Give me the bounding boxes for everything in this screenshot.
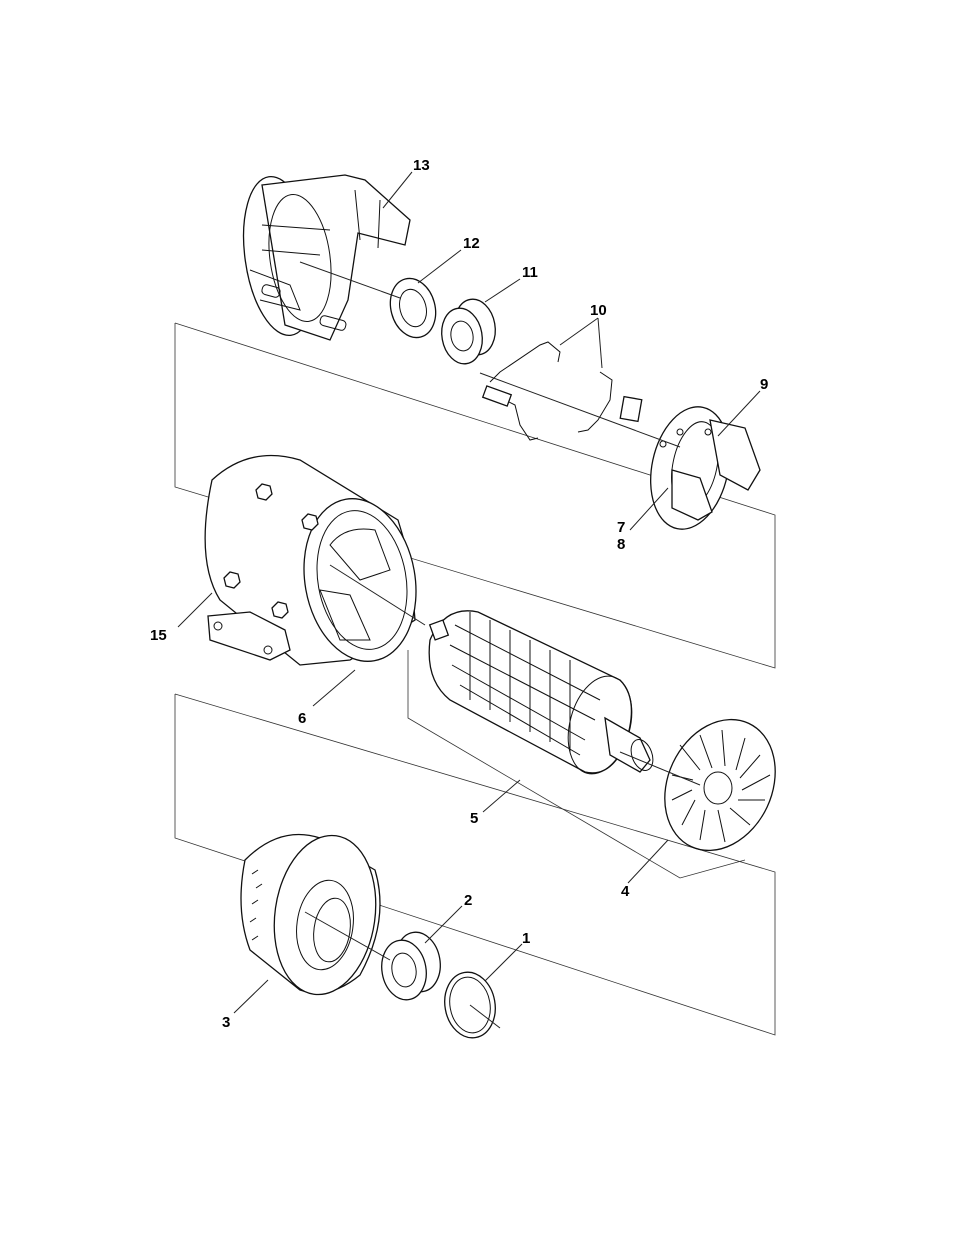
part-11-bearing	[437, 296, 499, 367]
callout-5: 5	[470, 810, 478, 827]
callout-13: 13	[413, 157, 430, 174]
callout-11: 11	[522, 264, 538, 281]
callout-15: 15	[150, 627, 167, 644]
part-15-field-frame	[205, 456, 428, 671]
part-13-end-housing	[234, 172, 410, 340]
part-5-armature	[429, 611, 657, 781]
part-4-fan	[644, 701, 796, 868]
callout-8: 8	[617, 536, 625, 553]
callout-3: 3	[222, 1014, 230, 1031]
callout-12: 12	[463, 235, 480, 252]
callout-9: 9	[760, 376, 768, 393]
part-10-brush-leads	[483, 342, 642, 440]
callout-10: 10	[590, 302, 607, 319]
callout-6: 6	[298, 710, 306, 727]
part-9-brush-holder	[640, 399, 760, 536]
part-2-bearing	[377, 929, 445, 1004]
part-12-washer	[384, 273, 442, 342]
callout-2: 2	[464, 892, 472, 909]
callout-1: 1	[522, 930, 530, 947]
part-3-drive-housing	[241, 829, 386, 1001]
callout-7: 7	[617, 519, 625, 536]
callout-4: 4	[621, 883, 630, 900]
